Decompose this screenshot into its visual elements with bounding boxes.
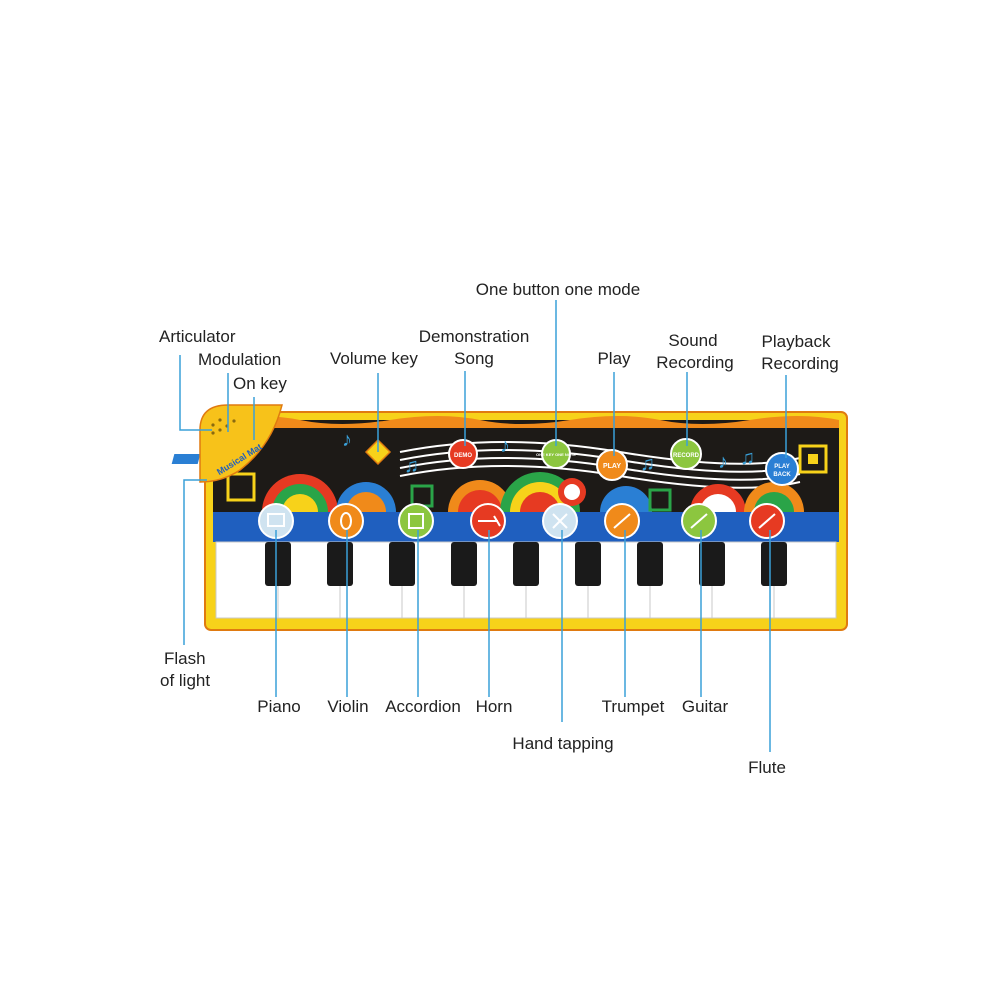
- label-trumpet: Trumpet: [601, 697, 665, 716]
- leader-articulator: [179, 355, 212, 431]
- label-one-button-one-mode: One button one mode: [475, 280, 641, 299]
- playback-button: [765, 452, 799, 486]
- svg-text:♫: ♫: [740, 447, 755, 469]
- label-sound-recording: Recording: [656, 353, 734, 372]
- label-piano: Piano: [257, 697, 301, 716]
- label-accordion: Accordion: [385, 697, 461, 716]
- label-horn: Horn: [475, 697, 513, 716]
- record-button: [670, 438, 702, 470]
- svg-text:♪: ♪: [342, 429, 352, 451]
- label-playback: Playback: [761, 332, 831, 351]
- label-flute: Flute: [748, 758, 786, 777]
- label-play: Play: [597, 349, 631, 368]
- playback-line2: BACK: [773, 472, 791, 478]
- instrument-band: [213, 512, 839, 542]
- instrument-icons: [267, 512, 776, 530]
- decor-arches: [226, 444, 828, 512]
- play-button-text: PLAY: [603, 463, 621, 470]
- top-wave: [213, 416, 839, 428]
- leader-flash: [183, 479, 207, 645]
- playback-line1: PLAY: [774, 464, 789, 470]
- label-sound: Sound: [668, 331, 718, 350]
- leader-lines: [179, 300, 787, 752]
- svg-text:♪: ♪: [500, 435, 510, 457]
- label-demonstration: Demonstration: [418, 327, 530, 346]
- label-playback-recording: Recording: [761, 354, 839, 373]
- label-flash: Flash: [164, 649, 206, 668]
- music-notes: ♪ ♫ ♪ ♫ ♪ ♫: [342, 429, 755, 477]
- svg-text:♪: ♪: [718, 451, 728, 473]
- one-key-button-text: ONE KEY ONE NOTE: [536, 452, 576, 457]
- control-button-labels: DEMO ONE KEY ONE NOTE PLAY RECORD PLAY B…: [454, 452, 791, 478]
- label-guitar: Guitar: [681, 697, 729, 716]
- label-song: Song: [454, 349, 494, 368]
- svg-text:♫: ♫: [404, 455, 419, 477]
- label-violin: Violin: [327, 697, 369, 716]
- label-articulator: Articulator: [159, 327, 236, 346]
- svg-text:♫: ♫: [640, 453, 655, 475]
- label-modulation: Modulation: [198, 350, 282, 369]
- demo-button-text: DEMO: [454, 453, 472, 459]
- label-of-light: of light: [160, 671, 211, 690]
- label-volume-key: Volume key: [330, 349, 418, 368]
- play-button: [596, 449, 628, 481]
- demo-button: [448, 439, 478, 469]
- label-hand-tapping: Hand tapping: [512, 734, 614, 753]
- speaker-corner: [199, 404, 283, 483]
- label-on-key: On key: [233, 374, 287, 393]
- control-buttons: [171, 438, 799, 486]
- instrument-buttons: [258, 503, 785, 539]
- on-key-sign: [171, 454, 201, 464]
- black-keys: [265, 542, 787, 586]
- record-button-text: RECORD: [673, 453, 700, 459]
